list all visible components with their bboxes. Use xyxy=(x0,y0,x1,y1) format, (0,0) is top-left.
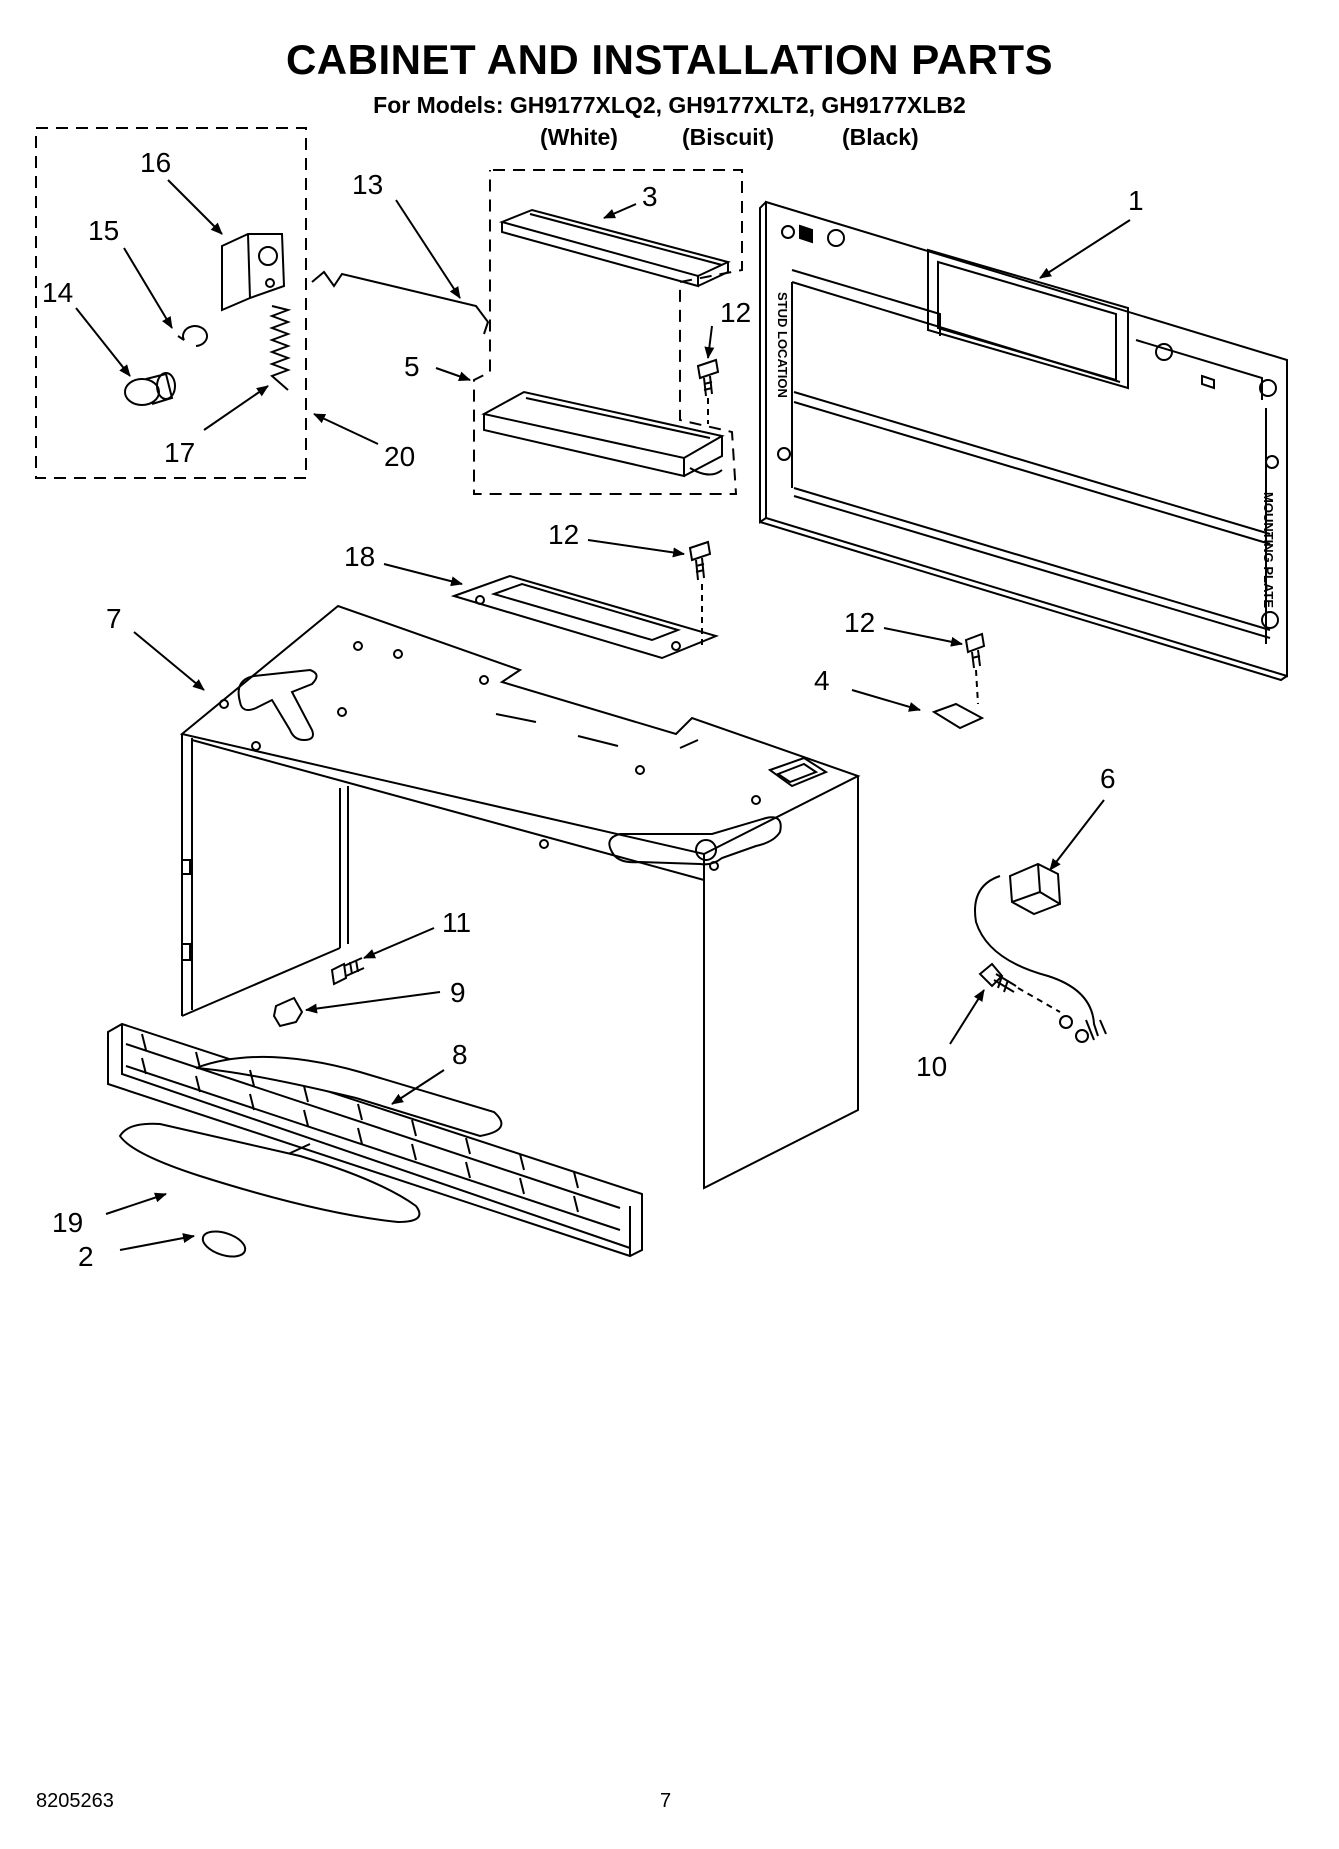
leader-12b xyxy=(587,539,685,558)
leader-11 xyxy=(363,927,435,959)
callout-12b: 12 xyxy=(548,519,579,550)
variant-white-label: (White) xyxy=(540,124,618,150)
callout-18: 18 xyxy=(344,541,375,572)
callout-6: 6 xyxy=(1100,763,1116,794)
callout-17: 17 xyxy=(164,437,195,468)
part-19-trim-strip xyxy=(118,1122,421,1224)
callout-8: 8 xyxy=(452,1039,468,1070)
leader-18 xyxy=(383,563,463,587)
part-12-screw-upper xyxy=(696,358,720,424)
part-10-screw xyxy=(978,962,1061,1013)
plate-text-right: MOUNTING PLATE xyxy=(1261,492,1276,608)
callout-2: 2 xyxy=(78,1241,94,1272)
page-number: 7 xyxy=(660,1790,672,1812)
leader-8 xyxy=(391,1069,445,1105)
leader-7 xyxy=(133,631,205,691)
plate-text-left: STUD LOCATION xyxy=(775,292,790,398)
callout-3: 3 xyxy=(642,181,658,212)
callout-1: 1 xyxy=(1128,185,1144,216)
callout-11: 11 xyxy=(442,907,471,938)
callout-16: 16 xyxy=(140,147,171,178)
group-5-dashed-outline xyxy=(473,169,743,495)
leader-2 xyxy=(119,1233,195,1251)
leader-19 xyxy=(105,1192,167,1215)
leader-14 xyxy=(75,307,131,377)
callout-4: 4 xyxy=(814,665,830,696)
part-12-screw-lower xyxy=(964,632,986,705)
part-18-gasket xyxy=(450,574,720,660)
document-number: 8205263 xyxy=(36,1790,114,1812)
leader-1 xyxy=(1039,219,1131,279)
callout-5: 5 xyxy=(404,351,420,382)
leader-12a xyxy=(704,325,715,359)
part-17-spring xyxy=(269,305,292,391)
leader-17 xyxy=(203,385,269,431)
callout-12a: 12 xyxy=(720,297,751,328)
callout-10: 10 xyxy=(916,1051,947,1082)
page-title: CABINET AND INSTALLATION PARTS xyxy=(285,36,1054,83)
part-6-thermal-cutout xyxy=(974,862,1107,1043)
part-14-plug xyxy=(124,372,176,406)
part-12-screw-middle xyxy=(688,540,712,646)
leader-16 xyxy=(167,179,223,235)
callout-9: 9 xyxy=(450,977,466,1008)
model-list: For Models: GH9177XLQ2, GH9177XLT2, GH91… xyxy=(373,92,966,118)
part-15-clip xyxy=(177,325,208,347)
leader-3 xyxy=(603,203,637,219)
part-13-wire xyxy=(311,270,490,335)
part-1-mounting-plate xyxy=(759,200,1288,682)
part-9-clip xyxy=(272,996,304,1028)
variant-black-label: (Black) xyxy=(842,124,919,150)
leader-20 xyxy=(313,413,379,445)
leader-15 xyxy=(123,247,173,329)
group-20-dashed-box xyxy=(35,127,307,479)
part-7-cabinet xyxy=(179,604,861,1190)
callout-12c: 12 xyxy=(844,607,875,638)
callout-13: 13 xyxy=(352,169,383,200)
part-2-lens xyxy=(201,1230,247,1258)
part-11-screw xyxy=(330,957,365,986)
leader-6 xyxy=(1049,799,1105,871)
callout-15: 15 xyxy=(88,215,119,246)
leader-9 xyxy=(305,991,441,1014)
leader-4 xyxy=(851,689,921,712)
leader-5 xyxy=(435,367,471,382)
variant-biscuit-label: (Biscuit) xyxy=(682,124,774,150)
callout-7: 7 xyxy=(106,603,122,634)
leader-12c xyxy=(883,627,963,647)
callout-19: 19 xyxy=(52,1207,83,1238)
callout-14: 14 xyxy=(42,277,73,308)
part-3-rail xyxy=(498,208,731,288)
leader-10 xyxy=(949,989,985,1045)
part-16-hinge-bracket xyxy=(221,233,286,312)
leader-13 xyxy=(395,199,461,299)
part-4-clip xyxy=(931,702,985,730)
part-5-duct xyxy=(481,390,725,478)
callout-20: 20 xyxy=(384,441,415,472)
part-8-vent-grille xyxy=(107,1022,643,1258)
